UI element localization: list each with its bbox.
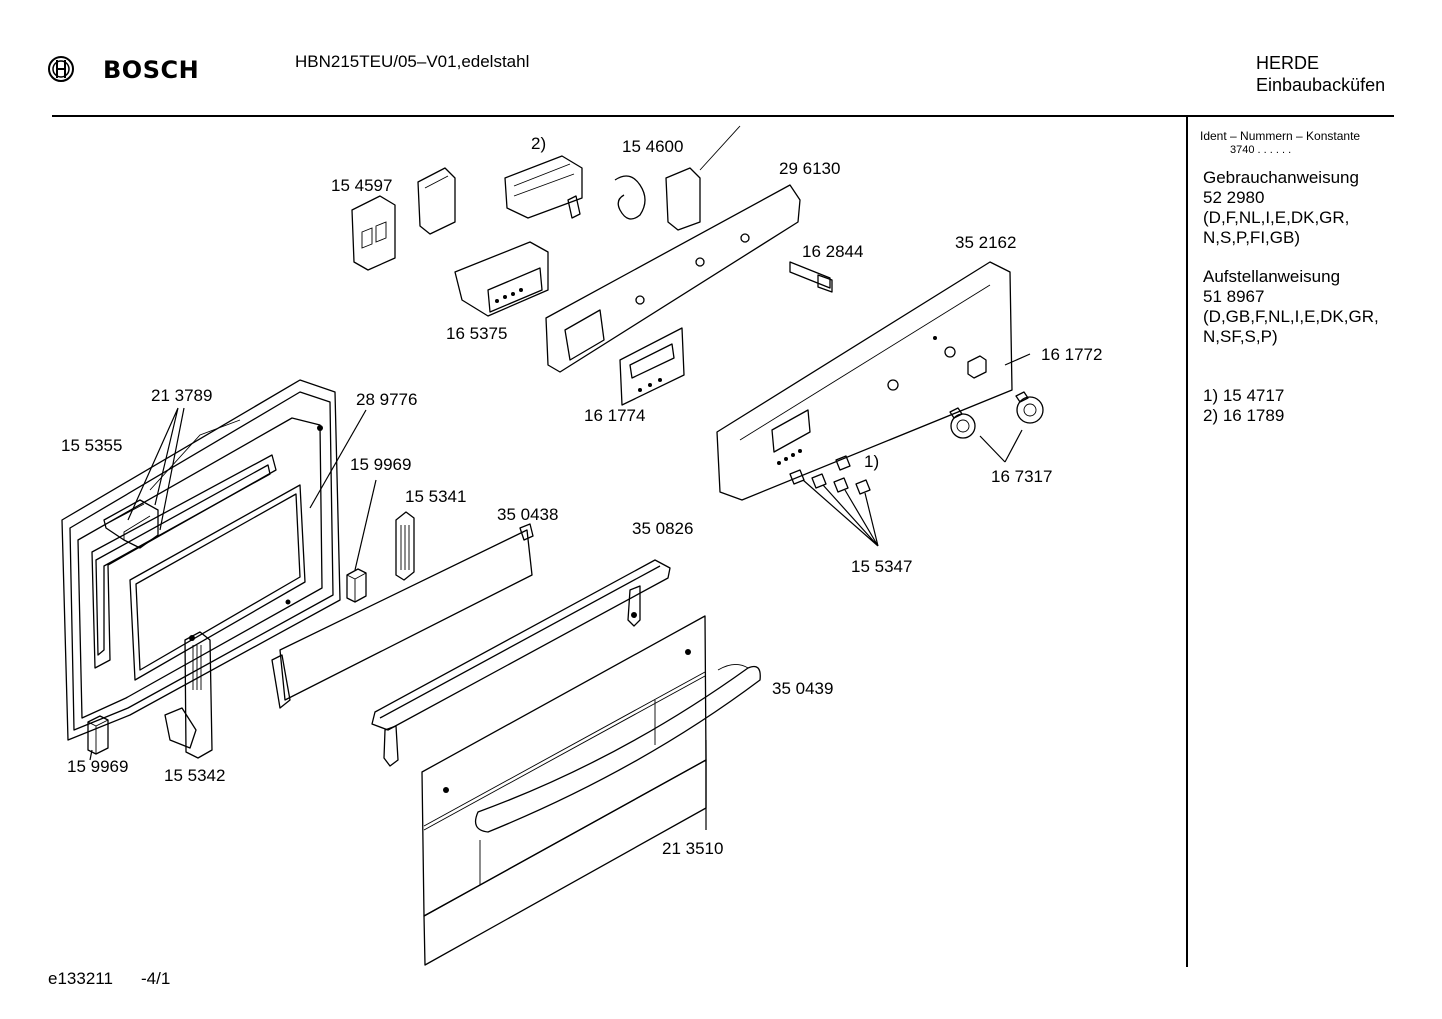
outer-door-213510 (421, 615, 707, 966)
category-heading: HERDE Einbaubacküfen (1256, 52, 1385, 96)
callout-label: 1) (864, 452, 880, 471)
header-divider (52, 115, 1394, 117)
callout-label: 15 5347 (851, 557, 913, 576)
ident-value: 3740 . . . . . . (1230, 144, 1292, 156)
switch-161772 (967, 355, 987, 379)
callout-label: 29 6130 (779, 159, 841, 178)
sensor-162844 (789, 261, 833, 293)
callout-label: 16 1774 (584, 406, 646, 425)
callout-label: 16 1772 (1041, 345, 1103, 364)
footnotes: 1) 15 4717 2) 16 1789 (1203, 386, 1284, 426)
footnote-1: 1) 15 4717 (1203, 386, 1285, 405)
doc-block-manual: Gebrauchanweisung 52 2980 (D,F,NL,I,E,DK… (1203, 168, 1359, 248)
control-panel-352162 (716, 261, 1013, 501)
hinge-bracket-155355 (103, 499, 159, 549)
callout-label: 15 9969 (67, 757, 129, 776)
doc-block-langs: N,SF,S,P) (1203, 327, 1278, 346)
control-knobs-167317 (949, 391, 1044, 439)
electronic-module-165375 (454, 241, 549, 317)
damper-block-upper (346, 568, 367, 603)
category-line-2: Einbaubacküfen (1256, 75, 1386, 95)
callout-label: 35 2162 (955, 233, 1017, 252)
callout-label: 16 5375 (446, 324, 508, 343)
thermostat-154600 (614, 125, 741, 231)
doc-block-langs: (D,F,NL,I,E,DK,GR, (1203, 208, 1350, 227)
callout-label: 16 7317 (991, 467, 1053, 486)
doc-block-title: Aufstellanweisung (1203, 267, 1341, 286)
brand-name: BOSCH (103, 56, 200, 84)
inner-panel-350438 (271, 523, 534, 709)
callout-label: 15 9969 (350, 455, 412, 474)
brackets-154597 (351, 167, 456, 271)
callout-label: 15 4600 (622, 137, 684, 156)
hinge-155342 (164, 631, 213, 759)
leader-lines (89, 353, 1031, 830)
callout-label: 2) (531, 134, 547, 153)
door-frame-assembly (61, 379, 341, 741)
callout-label: 15 5355 (61, 436, 123, 455)
sidebar-divider (1186, 117, 1188, 967)
callout-label: 15 5341 (405, 487, 467, 506)
door-rail-350826 (371, 559, 671, 767)
bosch-armature-icon (48, 56, 74, 82)
callout-label: 35 0439 (772, 679, 834, 698)
callout-label: 16 2844 (802, 242, 864, 261)
doc-block-langs: N,S,P,FI,GB) (1203, 228, 1300, 247)
doc-block-installation: Aufstellanweisung 51 8967 (D,GB,F,NL,I,E… (1203, 267, 1379, 347)
callout-label: 21 3789 (151, 386, 213, 405)
page-number: -4/1 (141, 969, 171, 988)
ident-label: Ident – Nummern – Konstante (1200, 129, 1361, 143)
door-handle-350439 (474, 664, 761, 833)
damper-block-lower (87, 715, 109, 755)
doc-block-langs: (D,GB,F,NL,I,E,DK,GR, (1203, 307, 1379, 326)
selector-switch-2 (504, 155, 583, 219)
hinge-155341 (395, 511, 415, 581)
callout-label: 35 0438 (497, 505, 559, 524)
doc-block-title: Gebrauchanweisung (1203, 168, 1359, 187)
document-id: e133211 (48, 969, 113, 988)
footnote-2: 2) 16 1789 (1203, 406, 1285, 425)
brand-logo (46, 54, 76, 89)
model-number: HBN215TEU/05–V01,edelstahl (295, 52, 530, 71)
callout-label: 28 9776 (356, 390, 418, 409)
screws-155347 (789, 455, 871, 495)
callout-label: 35 0826 (632, 519, 694, 538)
callout-label: 15 4597 (331, 176, 393, 195)
callout-label: 15 5342 (164, 766, 226, 785)
display-frame-161774 (619, 327, 685, 406)
doc-block-number: 52 2980 (1203, 188, 1265, 207)
callout-label: 21 3510 (662, 839, 724, 858)
category-line-1: HERDE (1256, 53, 1320, 73)
support-frame-296130 (545, 184, 801, 373)
doc-block-number: 51 8967 (1203, 287, 1265, 306)
